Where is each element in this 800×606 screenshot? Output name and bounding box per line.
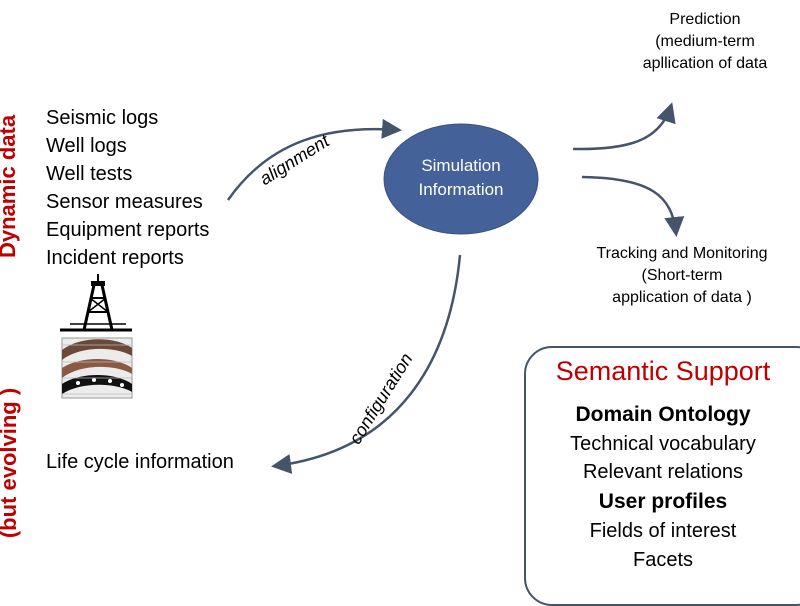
profile-item: Fields of interest (589, 520, 737, 542)
prediction-line1: Prediction (669, 11, 741, 28)
data-source-item: Well tests (46, 163, 133, 185)
user-profiles-heading: User profiles (598, 490, 728, 513)
domain-ontology-heading: Domain Ontology (575, 403, 751, 426)
ontology-item: Technical vocabulary (570, 433, 756, 455)
profile-item: Facets (632, 549, 694, 571)
lifecycle-label: Life cycle information (46, 451, 234, 473)
data-source-item: Equipment reports (46, 219, 210, 241)
data-source-item: Sensor measures (46, 191, 203, 213)
data-source-item: Incident reports (46, 247, 184, 269)
prediction-text: Prediction (medium-term apllication of d… (610, 9, 800, 75)
prediction-line2: (medium-term (655, 33, 755, 50)
simulation-label: Simulation Information (384, 154, 538, 202)
semantic-support-title: Semantic Support (555, 356, 771, 386)
tracking-arrow (581, 175, 685, 237)
simulation-label-line1: Simulation (421, 156, 501, 175)
configuration-arrow (271, 254, 462, 474)
simulation-node (383, 123, 539, 235)
ontology-item: Relevant relations (582, 461, 744, 483)
tracking-line2: (Short-term (641, 267, 723, 284)
oil-derrick-icon (60, 274, 132, 332)
prediction-arrow (572, 102, 676, 151)
tracking-line3: application of data ) (612, 289, 752, 306)
tracking-line1: Tracking and Monitoring (596, 245, 768, 262)
prediction-line3: apllication of data (642, 55, 768, 72)
simulation-label-line2: Information (418, 180, 504, 199)
data-sources-list: Seismic logs Well logs Well tests Sensor… (46, 104, 209, 272)
data-source-item: Seismic logs (46, 107, 159, 129)
rock-strata-icon (61, 337, 133, 399)
tracking-text: Tracking and Monitoring (Short-term appl… (566, 243, 798, 309)
data-source-item: Well logs (46, 135, 127, 157)
alignment-arrow (226, 118, 402, 201)
